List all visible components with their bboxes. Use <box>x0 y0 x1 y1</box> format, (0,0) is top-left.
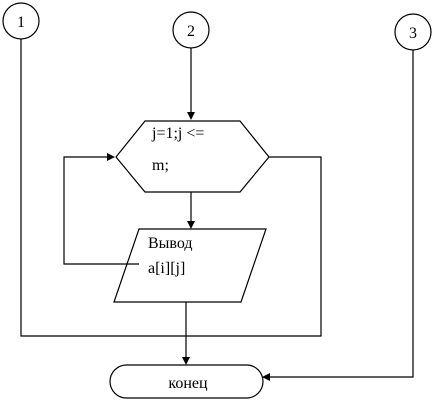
connector-1-path <box>20 39 188 337</box>
output-line-1: Вывод <box>148 235 193 252</box>
output-line-2: a[i][j] <box>148 260 185 277</box>
loop-exit-line <box>188 156 322 337</box>
connector-2-arrowhead <box>187 112 195 120</box>
output-block: Вывод a[i][j] <box>113 228 267 303</box>
output-parallelogram <box>113 228 267 303</box>
connector-1-label: 1 <box>17 14 25 31</box>
terminator-top-arrowhead <box>182 357 190 365</box>
output-loop-back-line <box>63 156 139 265</box>
connector-3: 3 <box>394 13 432 51</box>
loop-line-2: m; <box>152 157 169 174</box>
connector-1: 1 <box>2 2 40 40</box>
connector-3-path <box>270 50 414 378</box>
loop-block: j=1;j <= m; <box>115 120 270 193</box>
terminator-label: конец <box>168 375 208 392</box>
terminator-right-arrowhead <box>262 373 270 381</box>
loop-line-1: j=1;j <= <box>151 125 204 142</box>
connector-3-label: 3 <box>409 25 417 42</box>
terminator-block: конец <box>109 364 264 399</box>
output-loop-back-arrowhead <box>107 153 115 161</box>
connector-2-label: 2 <box>187 23 195 40</box>
loop-to-output-arrowhead <box>187 221 195 229</box>
terminator-shape <box>109 364 264 399</box>
connector-2: 2 <box>172 11 210 49</box>
